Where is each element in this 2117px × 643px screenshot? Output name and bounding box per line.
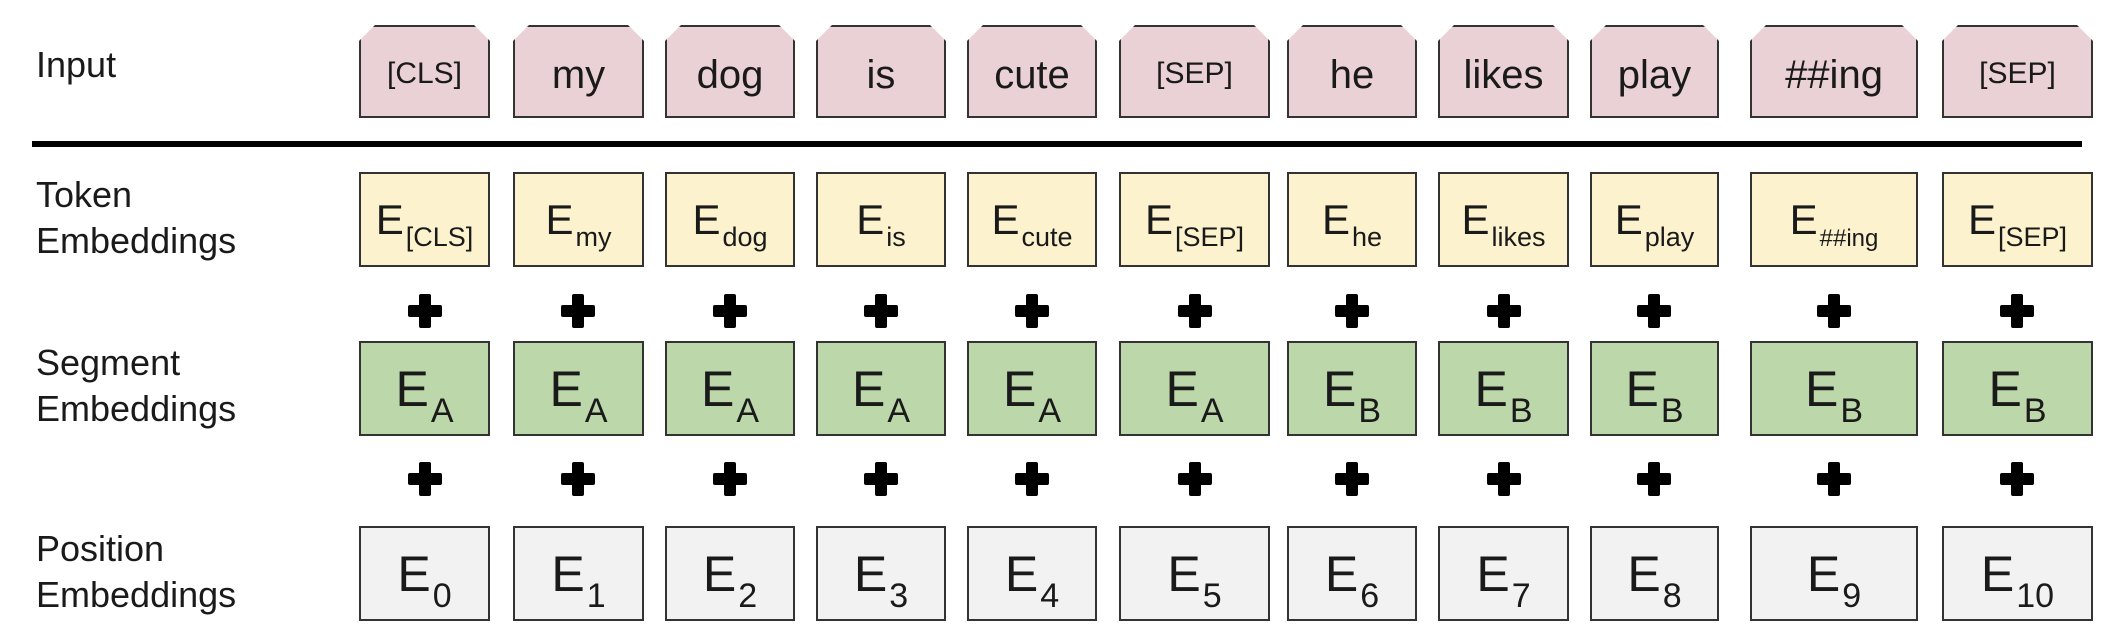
token-embedding: E[SEP] bbox=[1942, 172, 2093, 267]
plus-icon bbox=[1637, 462, 1671, 496]
plus-icon bbox=[1178, 462, 1212, 496]
token-embeddings-row-label: Token Embeddings bbox=[36, 172, 236, 264]
segment-embeddings-row-label: Segment Embeddings bbox=[36, 340, 236, 432]
plus-icon bbox=[713, 294, 747, 328]
plus-icon bbox=[1178, 294, 1212, 328]
token-label-line2: Embeddings bbox=[36, 220, 237, 261]
plus-icon bbox=[1335, 462, 1369, 496]
input-token: ##ing bbox=[1750, 25, 1918, 118]
input-token: play bbox=[1590, 25, 1719, 118]
input-token: is bbox=[816, 25, 946, 118]
segment-label-line2: Embeddings bbox=[36, 388, 237, 429]
position-label-line2: Embeddings bbox=[36, 574, 237, 615]
input-token: my bbox=[513, 25, 644, 118]
plus-icon bbox=[1487, 462, 1521, 496]
token-embedding: E[SEP] bbox=[1119, 172, 1270, 267]
input-token: cute bbox=[967, 25, 1097, 118]
plus-icon bbox=[713, 462, 747, 496]
plus-icon bbox=[2000, 462, 2034, 496]
input-token: he bbox=[1287, 25, 1417, 118]
plus-icon bbox=[1487, 294, 1521, 328]
plus-icon bbox=[561, 294, 595, 328]
position-embeddings-row-label: Position Embeddings bbox=[36, 526, 236, 618]
plus-icon bbox=[1335, 294, 1369, 328]
plus-icon bbox=[1817, 462, 1851, 496]
plus-icon bbox=[1817, 294, 1851, 328]
plus-icon bbox=[408, 462, 442, 496]
plus-icon bbox=[1015, 294, 1049, 328]
input-token: [SEP] bbox=[1119, 25, 1270, 118]
plus-icon bbox=[1015, 462, 1049, 496]
token-embedding: E[CLS] bbox=[359, 172, 490, 267]
plus-icon bbox=[864, 462, 898, 496]
input-token: dog bbox=[665, 25, 795, 118]
plus-icon bbox=[864, 294, 898, 328]
position-label-line1: Position bbox=[36, 528, 165, 569]
input-token: likes bbox=[1438, 25, 1569, 118]
plus-icon bbox=[2000, 294, 2034, 328]
input-divider-line bbox=[32, 141, 2082, 147]
plus-icon bbox=[561, 462, 595, 496]
input-token: [SEP] bbox=[1942, 25, 2093, 118]
token-label-line1: Token bbox=[36, 174, 133, 215]
input-token: [CLS] bbox=[359, 25, 490, 118]
plus-icon bbox=[1637, 294, 1671, 328]
input-label-text: Input bbox=[36, 44, 117, 85]
token-embedding: E##ing bbox=[1750, 172, 1918, 267]
input-row-label: Input bbox=[36, 42, 116, 88]
plus-icon bbox=[408, 294, 442, 328]
segment-label-line1: Segment bbox=[36, 342, 181, 383]
